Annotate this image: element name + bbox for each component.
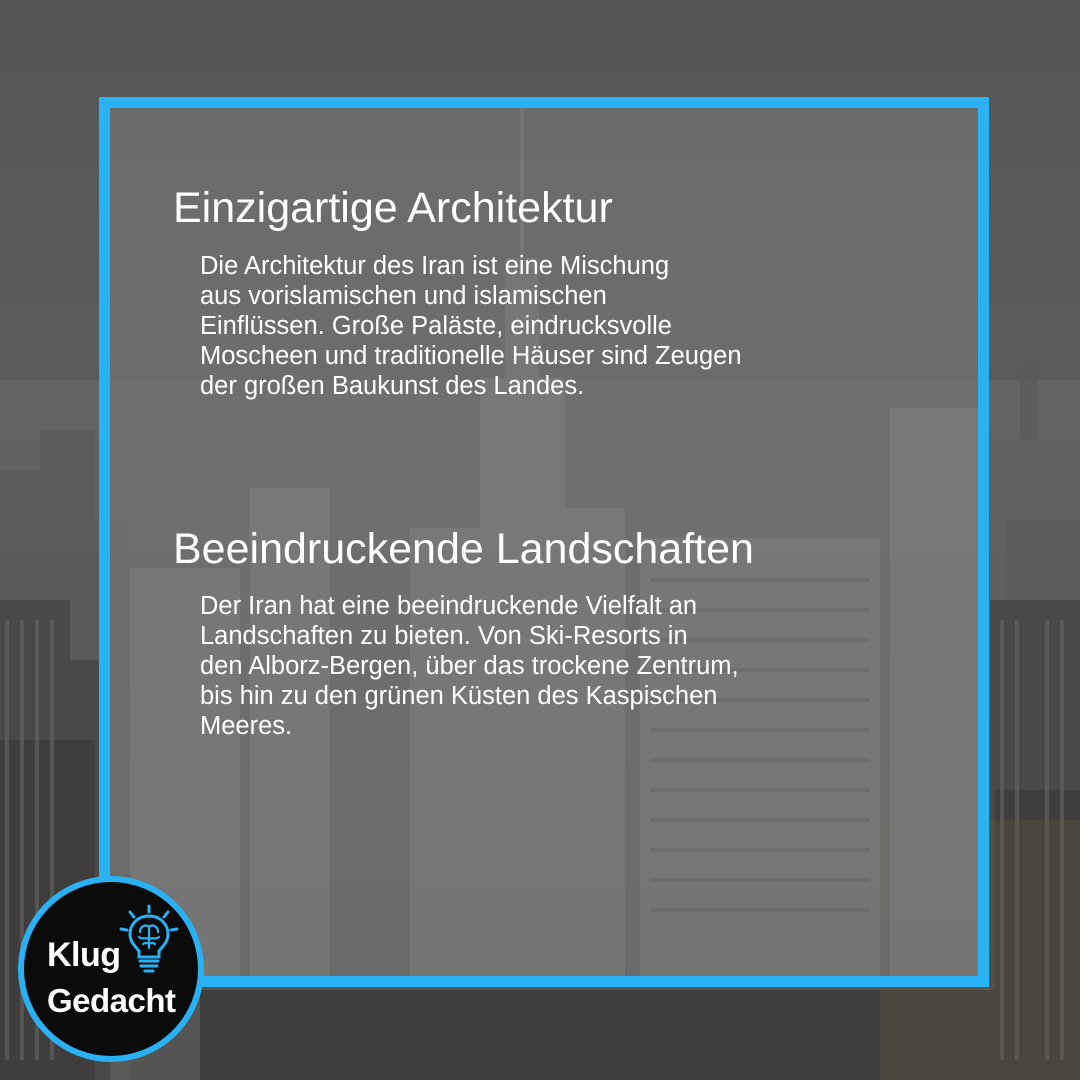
klug-gedacht-logo: Klug Gedacht (18, 876, 204, 1062)
content-panel (110, 108, 978, 976)
logo-text-klug: Klug (47, 936, 121, 974)
lightbulb-brain-icon (119, 904, 179, 973)
section-title-architecture: Einzigartige Architektur (173, 184, 613, 232)
section-body-landscapes: Der Iran hat eine beeindruckende Vielfal… (200, 592, 739, 740)
logo-text-gedacht: Gedacht (47, 982, 176, 1019)
section-body-architecture: Die Architektur des Iran ist eine Mischu… (200, 252, 742, 400)
section-title-landscapes: Beeindruckende Landschaften (173, 525, 754, 573)
accent-frame (99, 97, 989, 987)
panel-skyline-silhouette (130, 108, 978, 976)
